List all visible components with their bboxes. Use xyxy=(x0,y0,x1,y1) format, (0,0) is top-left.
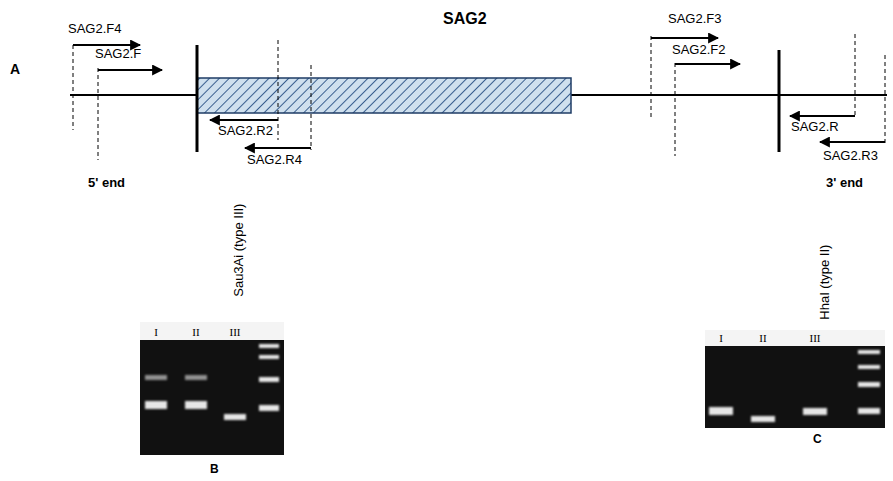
enzyme-label: HhaI (type II) xyxy=(819,244,833,319)
primer-name: SAG2.R3 xyxy=(823,149,878,163)
gene-title: SAG2 xyxy=(443,10,487,28)
lane-label: II xyxy=(192,326,199,338)
end-label: 3' end xyxy=(826,176,863,190)
gel-image: IIIIII xyxy=(705,330,885,428)
lane-label: I xyxy=(154,326,158,338)
panel-letter: B xyxy=(210,463,219,476)
enzyme-label: Sau3Ai (type III) xyxy=(233,203,247,296)
panel-letter: C xyxy=(813,433,822,446)
lane-label: III xyxy=(810,332,821,344)
end-label: 5' end xyxy=(88,176,125,190)
primer-name: SAG2.R4 xyxy=(247,153,302,167)
gel-image: IIIIII xyxy=(140,322,284,455)
lane-label: II xyxy=(759,332,766,344)
primer-name: SAG2.R2 xyxy=(218,124,273,138)
primer-name: SAG2.F4 xyxy=(68,22,121,36)
panel-letter: A xyxy=(10,62,20,77)
lane-label: III xyxy=(230,326,241,338)
lane-label: I xyxy=(719,332,723,344)
primer-name: SAG2.F2 xyxy=(672,43,725,57)
primer-name: SAG2.F3 xyxy=(668,12,721,26)
primer-name: SAG2.F xyxy=(95,47,141,61)
primer-name: SAG2.R xyxy=(791,120,839,134)
